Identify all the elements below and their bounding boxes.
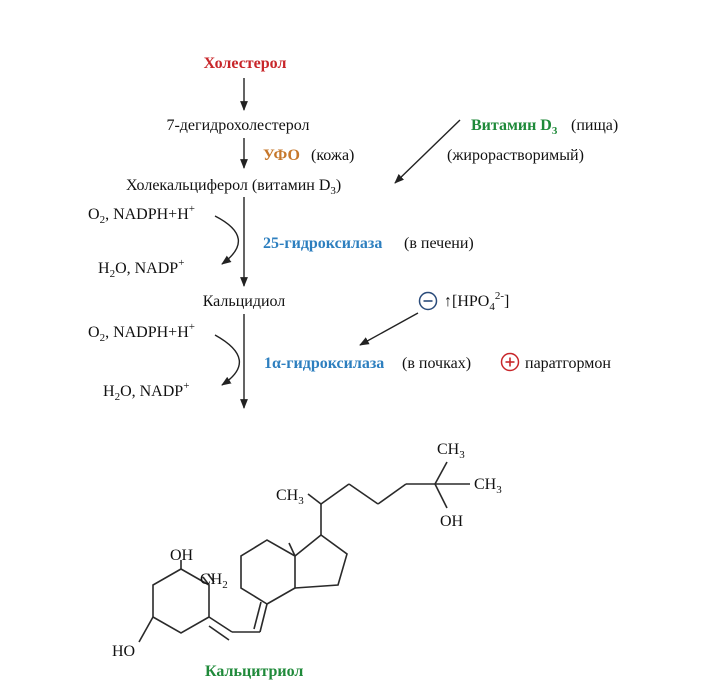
dehydrocholesterol-label: 7-дегидрохолестерол	[166, 117, 309, 134]
bond-ho	[138, 616, 154, 643]
cofactor-in-1: O2, NADPH+H+	[88, 203, 195, 226]
bond-side-2	[320, 483, 350, 505]
minus-circle-icon	[418, 291, 438, 311]
vitamin-d3-source: (пища)	[571, 117, 618, 134]
enzyme-25-hydroxylase: 25-гидроксилаза	[263, 235, 382, 252]
bond-side-ch3-top	[434, 461, 448, 485]
enzyme-2-site: (в почках)	[402, 355, 471, 372]
bond-side-ch3	[307, 493, 322, 505]
bond-link-3b	[253, 601, 262, 630]
ho-label: HO	[112, 643, 135, 660]
cholesterol-label: Холестерол	[204, 55, 287, 72]
arrow-phosphate-to-enzyme	[359, 312, 419, 346]
cholecalciferol-label: Холекальциферол (витамин D3)	[126, 177, 341, 197]
enzyme-1alpha-hydroxylase: 1α-гидроксилаза	[264, 355, 384, 372]
cofactor-out-1: H2O, NADP+	[98, 257, 184, 280]
bond-ch2-b	[207, 573, 215, 583]
uv-site-label: (кожа)	[311, 147, 354, 164]
cofactor-curve-2	[214, 334, 240, 386]
arrow-food-to-cholecalciferol	[394, 119, 461, 184]
oh-side-label: OH	[440, 513, 464, 530]
cofactor-in-2: O2, NADPH+H+	[88, 321, 195, 344]
ring-d	[294, 533, 348, 589]
ch3-left-label: CH3	[276, 487, 304, 507]
calcidiol-label: Кальцидиол	[203, 293, 286, 310]
vitamin-d3-label: Витамин D3	[471, 117, 558, 137]
bond-side-4	[377, 483, 407, 505]
ring-c	[240, 539, 296, 605]
pth-label: паратгормон	[525, 355, 611, 372]
bond-ch2-a	[202, 576, 210, 586]
ch2-label: CH2	[200, 571, 228, 591]
cofactor-out-2: H2O, NADP+	[103, 380, 189, 403]
plus-circle-icon	[500, 352, 520, 372]
fat-soluble-label: (жирорастворимый)	[447, 147, 584, 164]
cofactor-curve-1	[214, 215, 240, 265]
bond-side-oh	[434, 483, 448, 509]
bond-side-3	[348, 483, 379, 505]
calcitriol-structure	[138, 461, 470, 643]
bond-link-1b	[208, 625, 230, 641]
bond-angular-methyl	[288, 542, 296, 557]
bond-link-3	[259, 603, 268, 633]
uv-label: УФО	[263, 147, 300, 164]
phosphate-label: ↑[HPO42-]	[444, 290, 509, 313]
oh-ring-label: OH	[170, 547, 194, 564]
bond-link-1	[208, 616, 233, 633]
ch3-top-label: CH3	[437, 441, 465, 461]
enzyme-1-site: (в печени)	[404, 235, 474, 252]
ch3-right-label: CH3	[474, 476, 502, 496]
calcitriol-name: Кальцитриол	[205, 663, 303, 680]
